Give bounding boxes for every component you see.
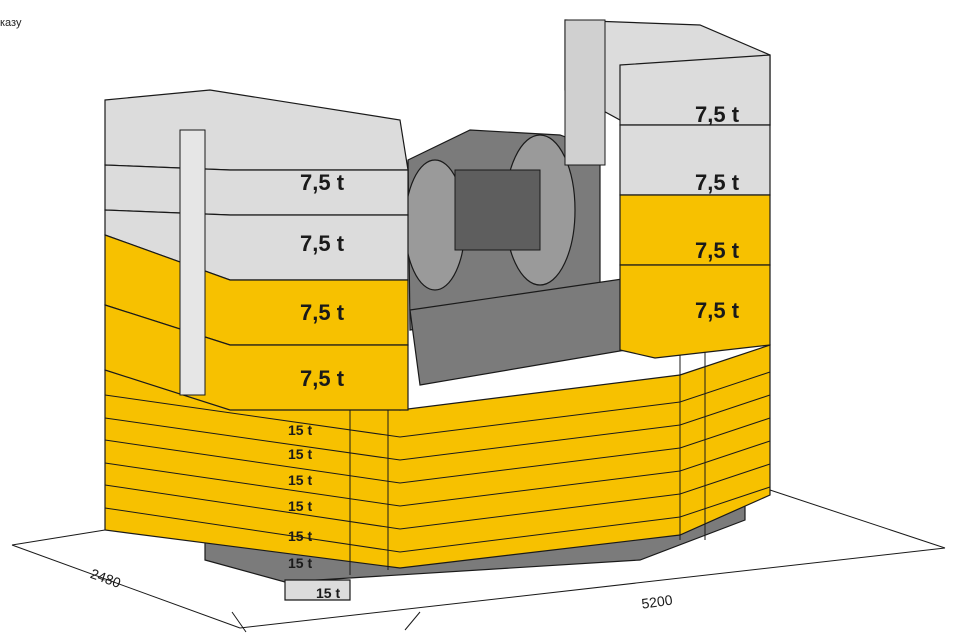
- right-tower-label-1: 7,5 t: [695, 102, 740, 127]
- dimension-lines: [11, 489, 946, 633]
- right-tower-labels: 7,5 t 7,5 t 7,5 t 7,5 t: [695, 102, 740, 323]
- winch-assembly: [404, 129, 656, 386]
- base-label-7: 15 t: [316, 585, 340, 601]
- left-tower-label-1: 7,5 t: [300, 170, 345, 195]
- base-label-6: 15 t: [288, 555, 312, 571]
- right-tower-label-3: 7,5 t: [695, 238, 740, 263]
- left-tower: [104, 89, 409, 411]
- left-tower-label-3: 7,5 t: [300, 300, 345, 325]
- left-tower-label-2: 7,5 t: [300, 231, 345, 256]
- left-tower-label-4: 7,5 t: [300, 366, 345, 391]
- corner-note: казу: [0, 17, 22, 29]
- base-label-1: 15 t: [288, 422, 312, 438]
- right-tower-label-4: 7,5 t: [695, 298, 740, 323]
- base-label-3: 15 t: [288, 472, 312, 488]
- base-label-4: 15 t: [288, 498, 312, 514]
- base-label-5: 15 t: [288, 528, 312, 544]
- length-dimension: 5200: [640, 592, 673, 612]
- base-labels: 15 t 15 t 15 t 15 t 15 t 15 t 15 t: [288, 422, 340, 601]
- base-label-2: 15 t: [288, 446, 312, 462]
- width-dimension: 2480: [88, 565, 123, 591]
- right-tower-label-2: 7,5 t: [695, 170, 740, 195]
- left-tower-labels: 7,5 t 7,5 t 7,5 t 7,5 t: [300, 170, 345, 391]
- right-tower: [564, 19, 771, 359]
